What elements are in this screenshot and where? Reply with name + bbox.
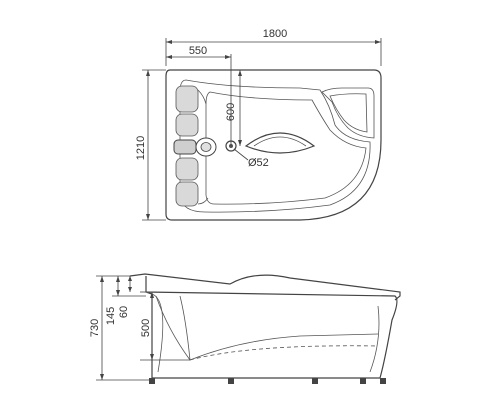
drain-marker	[225, 133, 237, 152]
dim-rim-inner: 60	[118, 276, 132, 318]
dim-drain-offset-x-label: 550	[189, 45, 207, 57]
dim-drain-diameter-label: Ø52	[248, 157, 269, 169]
side-view: 730 145 60 500	[89, 273, 401, 384]
dim-overall-width: 1800	[165, 28, 382, 66]
side-view-basin-curve	[155, 295, 379, 361]
dim-drain-offset-x: 550	[166, 45, 232, 133]
dim-rim-height-label: 145	[105, 307, 117, 325]
dim-overall-width-label: 1800	[263, 28, 287, 40]
top-view-basin-inner	[205, 91, 367, 205]
top-view-headrest	[321, 87, 375, 139]
dim-drain-diameter: Ø52	[233, 148, 269, 169]
side-panel-1	[175, 85, 199, 113]
dim-rim-height: 145	[105, 276, 146, 325]
side-view-basin-dashed	[189, 345, 379, 361]
side-view-apron	[151, 293, 164, 373]
dim-drain-offset-y: 600	[225, 70, 242, 146]
dim-inner-depth: 500	[140, 291, 190, 361]
top-view-side-panels	[175, 85, 209, 207]
side-panel-2	[175, 113, 199, 137]
dim-overall-depth: 1210	[135, 69, 166, 221]
faucet-body	[173, 139, 197, 155]
dim-overall-height: 730	[89, 275, 150, 381]
top-view: 1800 550 600 Ø52 1210	[135, 28, 382, 221]
side-panel-4	[175, 181, 199, 207]
side-view-shell	[145, 276, 398, 379]
top-view-headrest-inner	[329, 93, 368, 133]
top-view-lens	[244, 132, 316, 154]
top-view-outline	[165, 69, 382, 221]
dim-overall-depth-label: 1210	[135, 136, 147, 160]
dim-overall-height-label: 730	[89, 319, 101, 337]
side-panel-3	[175, 157, 199, 181]
dim-drain-offset-y-label: 600	[225, 103, 237, 121]
dim-rim-inner-label: 60	[118, 306, 130, 318]
side-view-rim	[129, 273, 401, 301]
top-view-faucet	[173, 137, 217, 157]
side-view-feet	[149, 378, 386, 384]
dim-inner-depth-label: 500	[140, 319, 152, 337]
